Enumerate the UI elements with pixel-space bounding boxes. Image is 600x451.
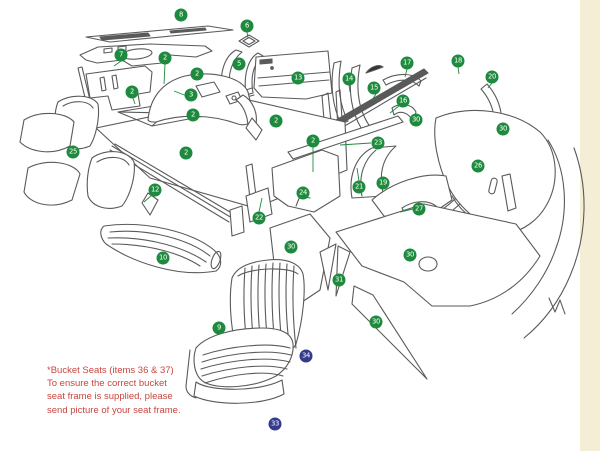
part-callout-2: 2	[125, 85, 139, 99]
part-callout-9: 9	[212, 321, 226, 335]
part-callout-33: 33	[268, 417, 282, 431]
part-callout-2: 2	[179, 146, 193, 160]
part-callout-7: 7	[114, 48, 128, 62]
part-callout-19: 19	[376, 176, 390, 190]
part-callout-16: 16	[396, 94, 410, 108]
part-callout-30: 30	[284, 240, 298, 254]
part-callout-31: 31	[332, 273, 346, 287]
part-callout-13: 13	[291, 71, 305, 85]
part-callout-2: 2	[269, 114, 283, 128]
page-edge-strip	[580, 0, 600, 451]
part-callout-23: 23	[371, 136, 385, 150]
bucket-seats-note: *Bucket Seats (items 36 & 37) To ensure …	[47, 364, 207, 417]
part-callout-8: 8	[174, 8, 188, 22]
part-callout-2: 2	[190, 67, 204, 81]
part-callout-21: 21	[352, 180, 366, 194]
part-callout-14: 14	[342, 72, 356, 86]
part-callout-5: 5	[232, 57, 246, 71]
part-callout-2: 2	[306, 134, 320, 148]
part-callout-30: 30	[369, 315, 383, 329]
part-callout-30: 30	[403, 248, 417, 262]
part-callout-34: 34	[299, 349, 313, 363]
part-callout-6: 6	[240, 19, 254, 33]
part-callout-12: 12	[148, 183, 162, 197]
part-callout-27: 27	[412, 202, 426, 216]
part-callout-17: 17	[400, 56, 414, 70]
part-callout-20: 20	[485, 70, 499, 84]
note-line-3: seat frame is supplied, please	[47, 391, 173, 403]
part-callout-2: 2	[158, 51, 172, 65]
note-line-4: send picture of your seat frame.	[47, 404, 181, 416]
part-callout-10: 10	[156, 251, 170, 265]
part-callout-26: 26	[471, 159, 485, 173]
part-callout-18: 18	[451, 54, 465, 68]
part-callout-30: 30	[409, 113, 423, 127]
part-callout-24: 24	[296, 186, 310, 200]
part-callout-25: 25	[66, 145, 80, 159]
part-callout-2: 2	[186, 108, 200, 122]
part-callout-3: 3	[184, 88, 198, 102]
part-callout-15: 15	[367, 81, 381, 95]
note-line-2: To ensure the correct bucket	[47, 378, 167, 390]
part-callout-22: 22	[252, 211, 266, 225]
part-callout-30: 30	[496, 122, 510, 136]
note-line-1: *Bucket Seats (items 36 & 37)	[47, 365, 174, 376]
